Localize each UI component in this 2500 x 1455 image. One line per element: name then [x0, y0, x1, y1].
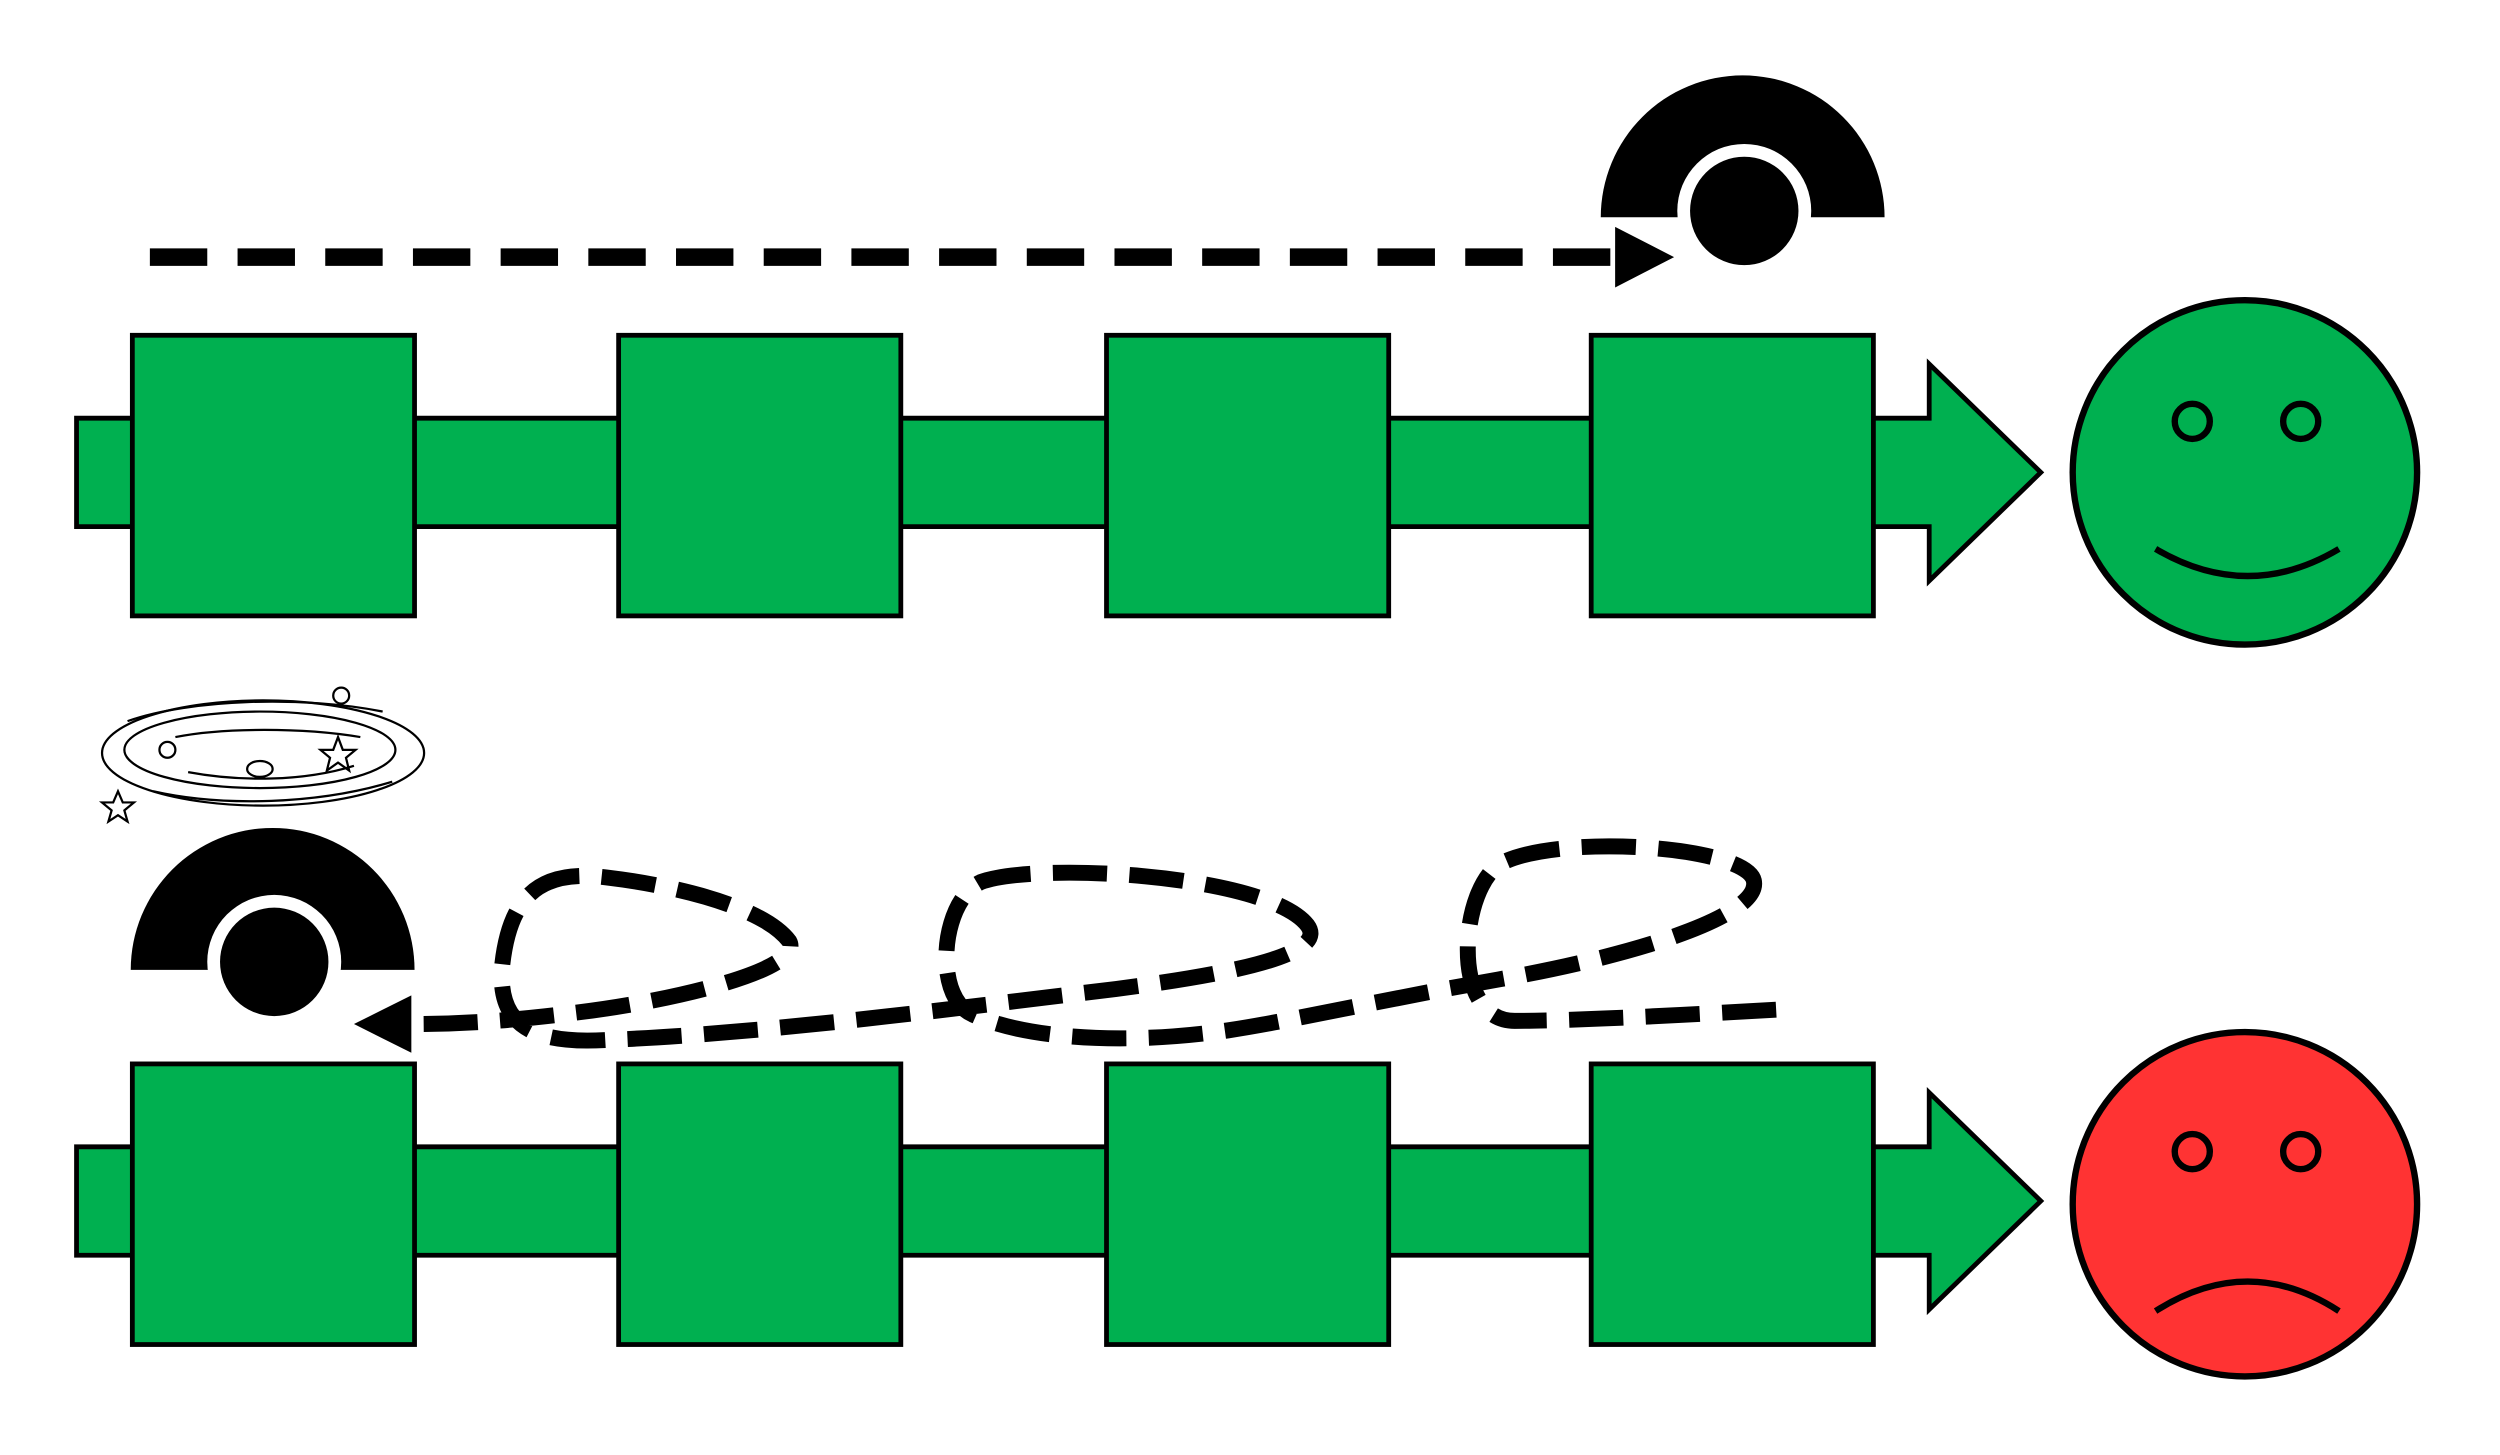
top-step-3 [1104, 332, 1392, 619]
bottom-process-row [74, 686, 2421, 1380]
person-icon [130, 827, 415, 1029]
top-step-2 [616, 332, 904, 619]
bottom-looping-dashed-arrow [411, 838, 1777, 1049]
top-arrowhead [1615, 226, 1675, 288]
bottom-step-3 [1104, 1061, 1392, 1347]
bottom-step-4 [1588, 1061, 1876, 1347]
bottom-arrowhead [353, 995, 412, 1053]
dizzy-icon [98, 686, 426, 825]
top-step-1 [129, 332, 417, 619]
person-icon [1600, 75, 1885, 278]
bottom-step-1 [129, 1061, 417, 1347]
happy-face-icon [2069, 297, 2421, 648]
top-step-4 [1588, 332, 1876, 619]
bottom-step-2 [616, 1061, 904, 1347]
sad-face-icon [2069, 1028, 2421, 1380]
top-process-row [74, 75, 2421, 648]
